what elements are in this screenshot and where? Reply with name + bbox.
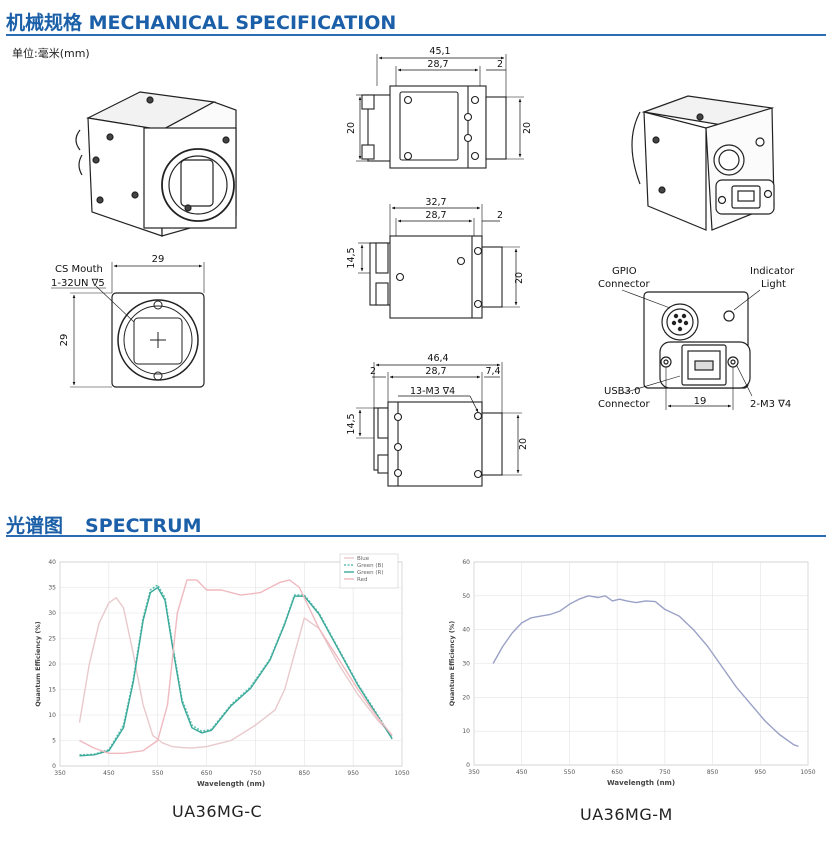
chart-0-xtick-label: 650 — [201, 770, 213, 777]
chart-1-xtick-label: 850 — [707, 769, 719, 776]
dim-rear-screw: 2-M3 ∇4 — [750, 399, 791, 410]
spectrum-title-en: SPECTRUM — [85, 515, 202, 537]
camera-rear-view — [643, 291, 751, 389]
label-indicator-1: Indicator — [750, 266, 795, 277]
camera-top-side-view — [361, 85, 507, 169]
dim-mid-height-left: 14,5 — [346, 247, 357, 268]
chart-1-ytick-label: 60 — [462, 559, 470, 566]
label-cs-mouth: CS Mouth — [55, 264, 103, 275]
chart-0-ytick-label: 30 — [48, 610, 56, 617]
dim-mid-height-right: 20 — [514, 272, 525, 284]
chart-1-xtick-label: 350 — [468, 769, 480, 776]
chart-0-xtick-label: 950 — [347, 770, 359, 777]
chart-0-series-2-line — [79, 586, 393, 757]
unit-label: 单位:毫米(mm) — [12, 47, 90, 60]
chart-0-ytick-label: 0 — [52, 763, 56, 770]
chart-0-ytick-label: 10 — [48, 712, 56, 719]
chart-0-ytick-label: 40 — [48, 559, 56, 566]
chart-0-ytick-label: 15 — [48, 687, 56, 694]
mechanical-title-en: MECHANICAL SPECIFICATION — [88, 12, 397, 34]
camera-front-view — [70, 262, 205, 388]
chart-1-ytick-label: 10 — [462, 728, 470, 735]
dim-top-height-left: 20 — [346, 122, 357, 134]
chart-0-legend-label: Red — [357, 577, 367, 583]
chart-1-xlabel: Wavelength (nm) — [607, 779, 675, 787]
chart-0-frame — [59, 561, 403, 767]
chart-1-xtick-label: 650 — [611, 769, 623, 776]
spectrum-divider — [6, 535, 826, 537]
dim-top-height-right: 20 — [522, 122, 533, 134]
dim-bot-body: 28,7 — [425, 366, 446, 377]
chart-0-legend-label: Green (B) — [357, 563, 383, 569]
label-gpio-1: GPIO — [612, 266, 637, 277]
dim-bot-height-left: 14,5 — [346, 413, 357, 434]
chart-0-series-0-line — [78, 597, 393, 749]
chart-0-legend-box — [339, 553, 399, 589]
spectrum-title-cn: 光谱图 — [6, 515, 64, 537]
chart-0-legend-label: Blue — [357, 556, 370, 562]
chart-0-group: 350 450 550 650 750 850 950 1050 0 5 10 15 20 25 30 35 4… — [34, 553, 410, 788]
chart-1-xtick-label: 550 — [564, 769, 576, 776]
dim-mid-overall: 32,7 — [425, 197, 446, 208]
chart-0-ytick-label: 20 — [48, 661, 56, 668]
chart-0-legend-label: Green (R) — [357, 570, 384, 576]
label-usb-1: USB3.0 — [604, 386, 640, 397]
chart-0-ytick-label: 25 — [48, 636, 56, 643]
mechanical-title-cn: 机械规格 — [6, 12, 83, 34]
chart-1-series-0-line — [492, 595, 799, 748]
mechanical-drawings: 29 29 CS Mouth 1-32UN ∇5 45,1 28,7 2 20 … — [51, 46, 795, 487]
dim-top-body: 28,7 — [427, 59, 448, 70]
chart-1-ytick-label: 30 — [462, 661, 470, 668]
chart-0-xtick-label: 850 — [299, 770, 311, 777]
dim-bot-height-right: 20 — [518, 438, 529, 450]
chart-caption-mono: UA36MG-M — [580, 805, 673, 824]
chart-0-series-3-line — [79, 579, 393, 754]
chart-0-xtick-label: 350 — [54, 770, 66, 777]
camera-iso-front-view — [75, 91, 237, 237]
chart-1-xtick-label: 450 — [516, 769, 528, 776]
chart-0-ytick-label: 5 — [52, 738, 56, 745]
chart-0-xlabel: Wavelength (nm) — [197, 780, 265, 788]
dim-bot-thread: 13-M3 ∇4 — [410, 386, 455, 397]
chart-1-ytick-label: 20 — [462, 694, 470, 701]
label-cs-thread: 1-32UN ∇5 — [51, 278, 105, 289]
spectrum-section-title: 光谱图 SPECTRUM — [6, 511, 201, 538]
dim-bot-overall: 46,4 — [427, 353, 448, 364]
dim-bot-rear: 7,4 — [485, 366, 500, 377]
chart-0-ytick-label: 35 — [48, 585, 56, 592]
camera-iso-rear-view — [631, 95, 775, 231]
chart-0-xtick-label: 450 — [103, 770, 115, 777]
dim-bot-flange: 2 — [370, 366, 376, 377]
mechanical-section-title: 机械规格 MECHANICAL SPECIFICATION — [6, 8, 396, 35]
label-usb-2: Connector — [598, 399, 650, 410]
chart-0-xtick-label: 1050 — [394, 770, 409, 777]
chart-1-group: 350 450 550 650 750 850 950 1050 0 10 20 30 40 50 60Wa… — [448, 559, 816, 787]
chart-0-series-1-line — [79, 584, 393, 756]
mechanical-divider — [6, 34, 826, 36]
camera-middle-side-view — [369, 235, 503, 319]
chart-1-ytick-label: 0 — [466, 762, 470, 769]
chart-1-frame — [473, 561, 809, 766]
chart-1-ytick-label: 40 — [462, 627, 470, 634]
chart-caption-color: UA36MG-C — [172, 802, 263, 821]
label-indicator-2: Light — [761, 279, 786, 290]
dim-front-width: 29 — [152, 254, 165, 265]
chart-1-xtick-label: 1050 — [800, 769, 815, 776]
camera-bottom-side-view — [373, 401, 503, 487]
chart-1-xtick-label: 950 — [755, 769, 767, 776]
label-gpio-2: Connector — [598, 279, 650, 290]
dim-rear-spacing: 19 — [694, 396, 707, 407]
chart-1-xtick-label: 750 — [659, 769, 671, 776]
chart-0-ylabel: Quantum Efficiency (%) — [34, 621, 42, 707]
dim-front-height: 29 — [59, 334, 70, 347]
chart-1-ytick-label: 50 — [462, 593, 470, 600]
chart-0-xtick-label: 550 — [152, 770, 164, 777]
chart-0-xtick-label: 750 — [250, 770, 262, 777]
dim-mid-body: 28,7 — [425, 210, 446, 221]
dim-top-flange: 2 — [497, 59, 503, 70]
dim-top-overall: 45,1 — [429, 46, 450, 57]
dim-mid-flange: 2 — [497, 210, 503, 221]
chart-1-ylabel: Quantum Efficiency (%) — [448, 621, 456, 707]
